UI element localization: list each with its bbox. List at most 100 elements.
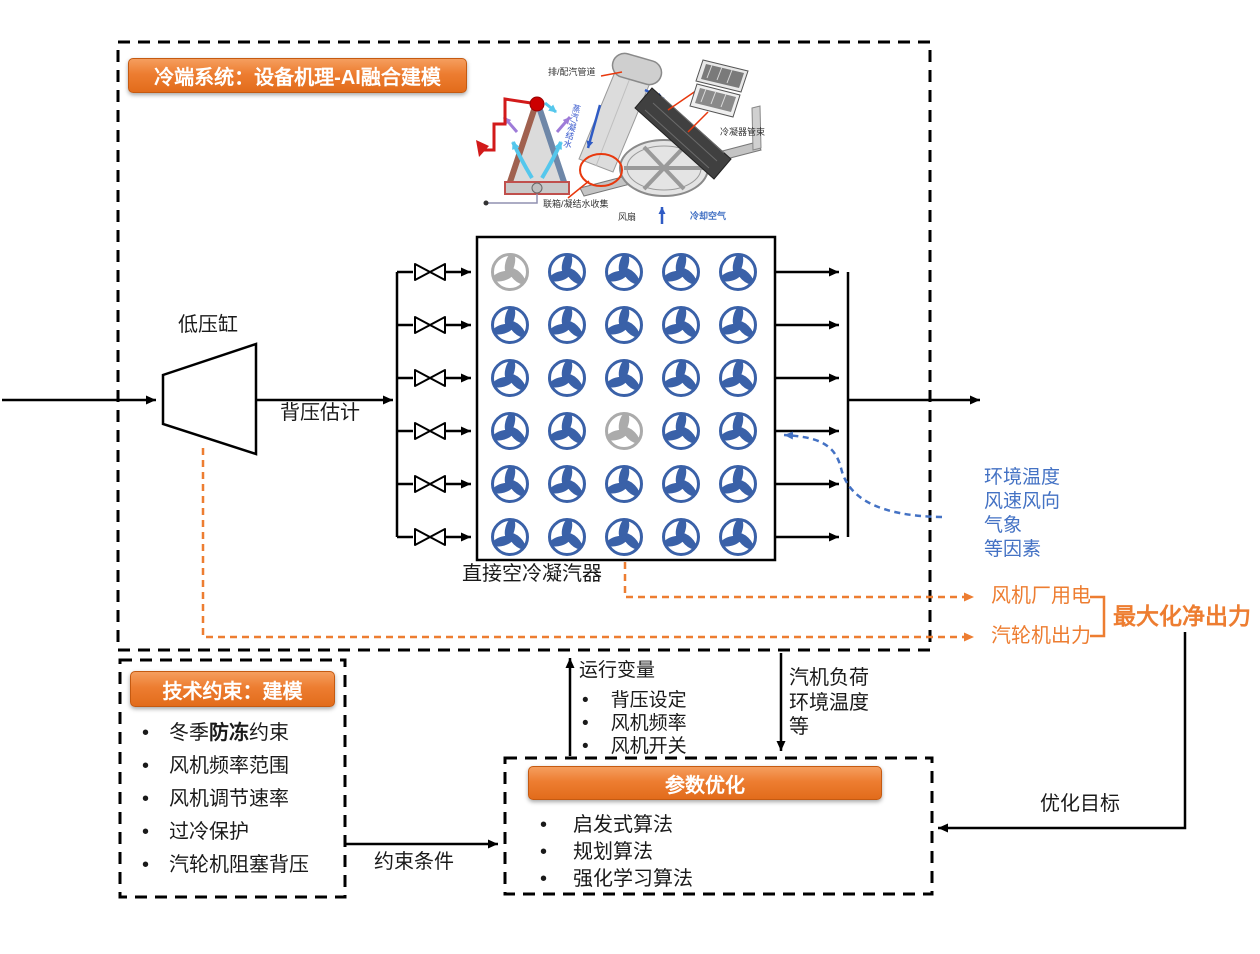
fan-icon — [719, 465, 757, 503]
fan-icon — [662, 306, 700, 344]
fan-icon — [605, 465, 643, 503]
bullet-icon: • — [142, 788, 150, 810]
condensate-line — [486, 194, 538, 204]
fan-icon — [491, 412, 529, 450]
mini-fan-icon — [531, 182, 543, 194]
acc-mini-schematic — [476, 96, 572, 206]
fan-icon — [491, 518, 529, 556]
bullet-icon: • — [142, 821, 150, 843]
operating-vars-list: •背压设定•风机频率•风机开关 — [582, 685, 687, 757]
text-line: 环境温度 — [789, 691, 869, 714]
bullet-icon: • — [142, 755, 150, 777]
turbine-output-label: 汽轮机出力 — [991, 625, 1091, 647]
bullet-icon: • — [540, 814, 548, 836]
fan-icon — [605, 359, 643, 397]
bullet-icon: • — [540, 841, 548, 863]
illus-header-collect-label: 联箱/凝结水收集 — [543, 199, 609, 209]
fan-icon — [548, 253, 586, 291]
list-item: •规划算法 — [540, 841, 654, 863]
weather-factors-text: 环境温度风速风向气象等因素 — [984, 466, 1060, 562]
fan-icon — [548, 518, 586, 556]
constraint-edge-label: 约束条件 — [374, 851, 454, 873]
valve-icon — [429, 263, 446, 281]
turbine-output-dashed-arrow — [201, 448, 974, 642]
valve-branches — [397, 263, 839, 546]
fan-icon — [719, 306, 757, 344]
cold-end-title-banner: 冷端系统：设备机理-AI融合建模 — [128, 58, 467, 93]
steam-header-node — [529, 96, 545, 112]
bullet-icon: • — [582, 713, 589, 734]
operating-vars-title: 运行变量 — [579, 660, 656, 681]
optimizer-inputs-text: 汽机负荷环境温度等 — [789, 666, 869, 740]
fan-icon-inactive — [605, 412, 643, 450]
cool-air-arrow-right — [540, 141, 563, 180]
optimization-title-banner: 参数优化 — [528, 766, 882, 800]
text-line: 等 — [789, 716, 809, 738]
fan-icon — [605, 518, 643, 556]
fan-icon — [662, 518, 700, 556]
bullet-icon: • — [142, 722, 150, 744]
valve-icon — [414, 263, 431, 281]
fan-icon — [662, 412, 700, 450]
fan-icon — [605, 253, 643, 291]
list-item: •过冷保护 — [142, 821, 250, 843]
orange-output-lines — [201, 448, 974, 642]
fan-icon — [491, 359, 529, 397]
text-line: 汽机负荷 — [789, 667, 869, 689]
bullet-icon: • — [540, 868, 548, 890]
fan-icon — [548, 465, 586, 503]
fan-icon — [662, 253, 700, 291]
fan-icon — [662, 359, 700, 397]
optimization-list: •启发式算法 •规划算法 •强化学习算法 — [540, 808, 694, 890]
objective-arrow — [938, 632, 1187, 833]
acc-main-unit — [567, 52, 762, 224]
valve-icon — [414, 475, 431, 493]
list-item: •风机频率 — [582, 713, 687, 734]
steam-distribution-pipe — [611, 52, 663, 86]
fan-icon — [719, 359, 757, 397]
list-item: •启发式算法 — [540, 814, 674, 836]
fan-icon — [719, 518, 757, 556]
valve-icon — [429, 369, 446, 387]
hot-air-arrow-right — [555, 116, 572, 133]
valve-icon — [429, 528, 446, 546]
condenser-label: 直接空冷凝汽器 — [462, 563, 602, 585]
back-pressure-label: 背压估计 — [280, 402, 360, 424]
fan-power-dashed-arrow — [623, 562, 974, 602]
illus-tube-bundle-label: 冷凝器管束 — [720, 127, 766, 137]
fan-icon — [719, 412, 757, 450]
illus-fan-label: 风扇 — [618, 212, 637, 222]
tube-bundle-inset — [689, 59, 749, 118]
valve-icon — [414, 528, 431, 546]
fan-icon — [605, 306, 643, 344]
fan-icon-inactive — [491, 253, 529, 291]
list-item: •强化学习算法 — [540, 868, 694, 890]
text-line: 气象 — [984, 515, 1023, 536]
steam-inlet-arrow — [476, 140, 489, 157]
fan-icon — [719, 253, 757, 291]
header-highlight-circle — [579, 153, 623, 187]
fan-grid — [491, 253, 757, 556]
cool-air-arrow-left — [511, 141, 534, 180]
fan-icon — [662, 465, 700, 503]
illus-steam-pipe-label: 排/配汽管道 — [548, 67, 596, 77]
text-line: 等因素 — [984, 539, 1042, 560]
steam-pipe-red — [482, 97, 532, 152]
objective-edge-label: 优化目标 — [1040, 793, 1120, 815]
text-line: 风速风向 — [984, 491, 1061, 512]
fan-icon — [491, 306, 529, 344]
main-flow-lines — [2, 272, 980, 537]
valve-icon — [414, 369, 431, 387]
list-item: •背压设定 — [582, 690, 687, 711]
coupling-arrows — [345, 653, 786, 849]
valve-icon — [414, 316, 431, 334]
list-item: •冬季防冻约束 — [142, 722, 290, 744]
list-item: •风机频率范围 — [142, 755, 290, 777]
lp-turbine-label: 低压缸 — [178, 314, 238, 336]
cold-end-system-box — [116, 40, 932, 652]
list-item: •风机调节速率 — [142, 788, 290, 810]
constraints-box — [118, 658, 347, 899]
valve-icon — [429, 422, 446, 440]
bullet-icon: • — [142, 854, 150, 876]
list-item: •汽轮机阻塞背压 — [142, 854, 310, 876]
